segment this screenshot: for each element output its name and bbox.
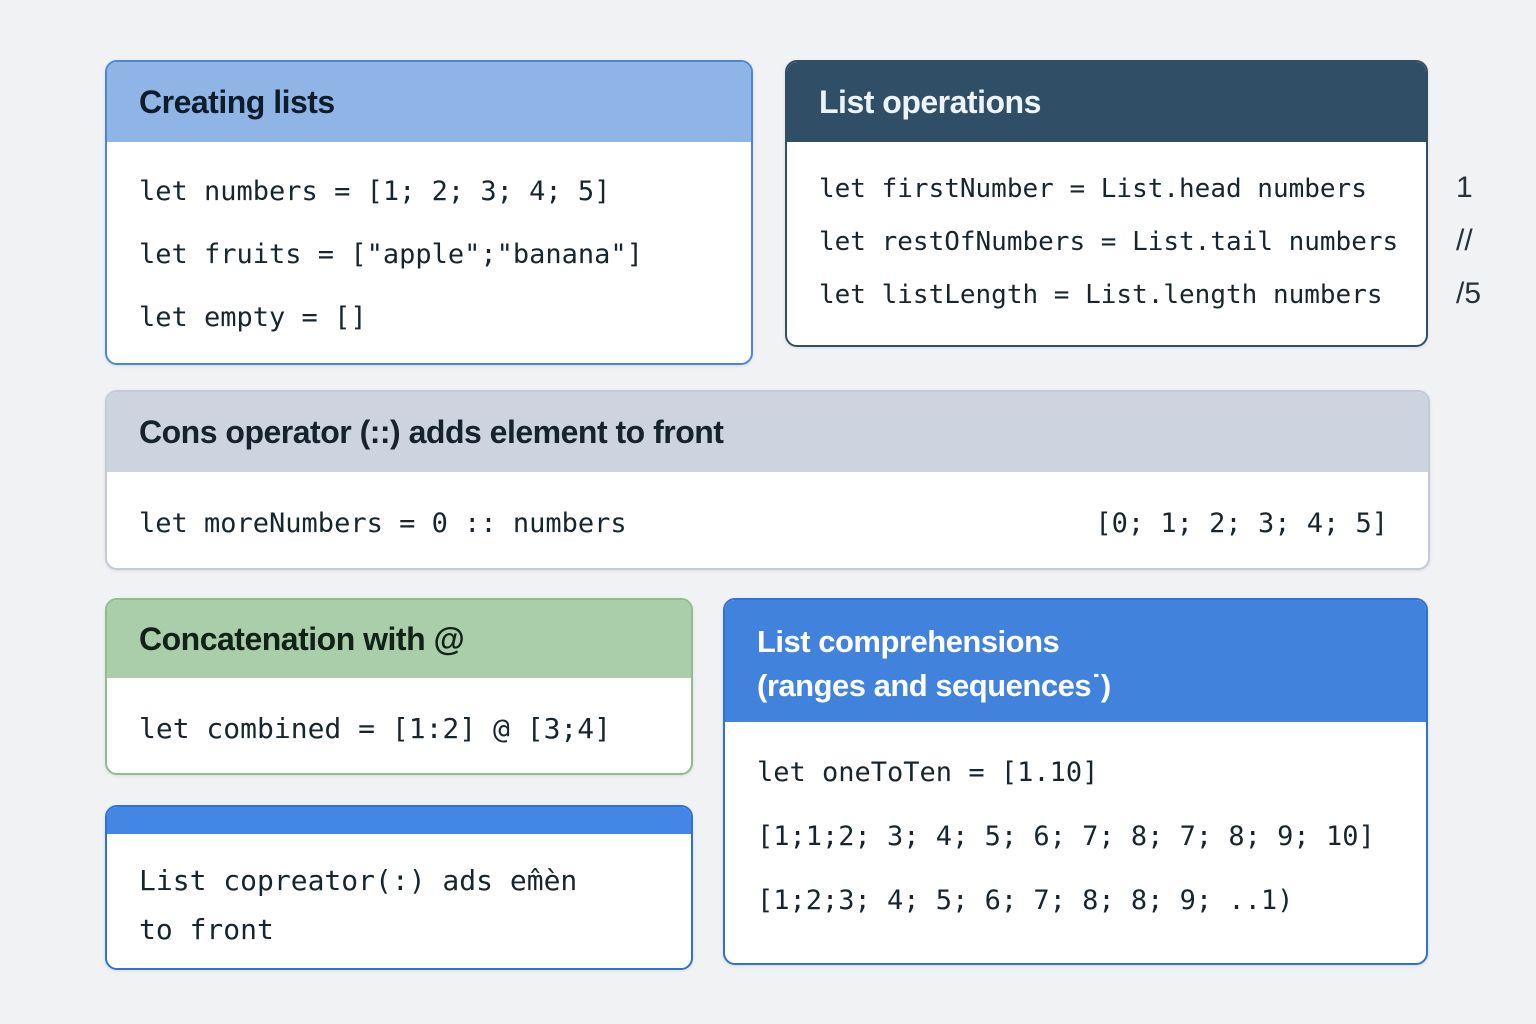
- card-cons-operator-body: let moreNumbers = 0 :: numbers [0; 1; 2;…: [107, 472, 1428, 555]
- code-line-range-output-1: [1;1;2; 3; 4; 5; 6; 7; 8; 7; 8; 9; 10]: [757, 821, 1375, 852]
- card-concatenation-title: Concatenation with @: [139, 621, 465, 657]
- card-list-operations-header: List operations: [787, 62, 1426, 142]
- card-cons-note: List copreator(:) ads em̂èn to front: [105, 805, 693, 970]
- card-cons-note-body: List copreator(:) ads em̂èn to front: [107, 834, 691, 954]
- card-creating-lists: Creating lists let numbers = [1; 2; 3; 4…: [105, 60, 753, 365]
- comprehensions-title-line1: List comprehensions: [757, 624, 1060, 659]
- comprehensions-title-line2: (ranges and sequences˙): [757, 668, 1111, 703]
- card-creating-lists-header: Creating lists: [107, 62, 751, 142]
- result-first-number: 1: [1456, 171, 1473, 204]
- card-concatenation-header: Concatenation with @: [107, 600, 691, 678]
- code-line-first-number: let firstNumber = List.head numbers: [819, 174, 1367, 204]
- card-list-comprehensions-header: List comprehensions (ranges and sequence…: [725, 600, 1426, 722]
- card-cons-operator-title: Cons operator (::) adds element to front: [139, 414, 724, 450]
- list-operations-results: 1 // /5: [1456, 161, 1481, 320]
- result-list-length: /5: [1456, 277, 1482, 310]
- card-list-operations-title: List operations: [819, 84, 1041, 120]
- code-line-more-numbers: let moreNumbers = 0 :: numbers: [139, 508, 627, 539]
- card-concatenation: Concatenation with @ let combined = [1:2…: [105, 598, 693, 775]
- code-line-rest-of-numbers: let restOfNumbers = List.tail numbers: [819, 227, 1399, 257]
- card-cons-note-strip: [107, 807, 691, 834]
- card-creating-lists-title: Creating lists: [139, 84, 335, 120]
- code-line-empty: let empty = []: [139, 302, 367, 333]
- note-line-2: to front: [139, 913, 274, 946]
- card-list-comprehensions: List comprehensions (ranges and sequence…: [723, 598, 1428, 965]
- code-line-fruits: let fruits = ["apple";"banana"]: [139, 239, 643, 270]
- card-cons-operator: Cons operator (::) adds element to front…: [105, 390, 1430, 570]
- code-line-range-output-2: [1;2;3; 4; 5; 6; 7; 8; 8; 9; ..1): [757, 885, 1294, 916]
- code-line-one-to-ten: let oneToTen = [1.10]: [757, 757, 1099, 788]
- code-line-combined: let combined = [1:2] @ [3;4]: [139, 712, 612, 745]
- card-list-operations-body: let firstNumber = List.head numbers let …: [787, 142, 1426, 322]
- card-list-comprehensions-body: let oneToTen = [1.10] [1;1;2; 3; 4; 5; 6…: [725, 722, 1426, 933]
- code-line-numbers: let numbers = [1; 2; 3; 4; 5]: [139, 176, 611, 207]
- note-line-1: List copreator(:) ads em̂èn: [139, 864, 578, 897]
- card-cons-operator-header: Cons operator (::) adds element to front: [107, 392, 1428, 472]
- cons-operator-result: [0; 1; 2; 3; 4; 5]: [1095, 508, 1388, 539]
- card-list-operations: List operations let firstNumber = List.h…: [785, 60, 1428, 347]
- code-line-list-length: let listLength = List.length numbers: [819, 280, 1383, 310]
- result-rest-of-numbers: //: [1456, 224, 1473, 257]
- card-creating-lists-body: let numbers = [1; 2; 3; 4; 5] let fruits…: [107, 142, 751, 349]
- card-concatenation-body: let combined = [1:2] @ [3;4]: [107, 678, 691, 760]
- card-list-comprehensions-title: List comprehensions (ranges and sequence…: [725, 600, 1426, 708]
